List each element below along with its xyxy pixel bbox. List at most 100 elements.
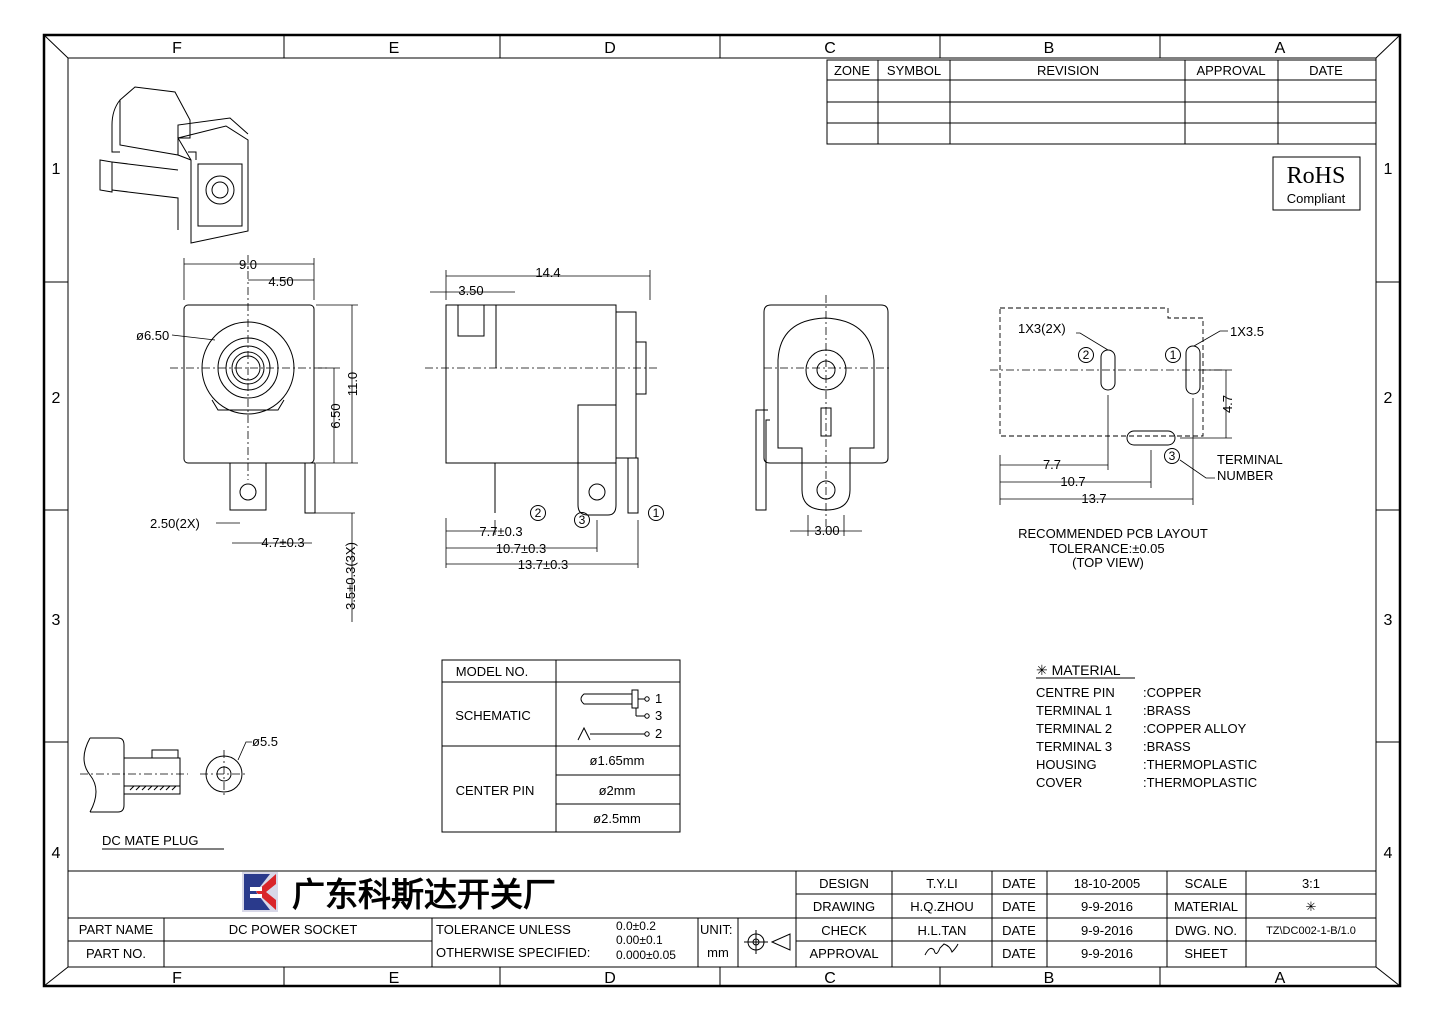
scale-label: SCALE <box>1185 876 1228 891</box>
date-value-3: 9-9-2016 <box>1081 923 1133 938</box>
row-label-4-right: 4 <box>1384 845 1393 862</box>
col-label-b: B <box>1044 40 1055 57</box>
tolerance-line-1: TOLERANCE UNLESS <box>436 922 571 937</box>
design-label: DESIGN <box>819 876 869 891</box>
projection-symbol-icon <box>744 930 791 954</box>
tolerance-line-2: OTHERWISE SPECIFIED: <box>436 945 590 960</box>
col-label-e: E <box>389 40 400 57</box>
date-label-2: DATE <box>1002 899 1036 914</box>
row-label-1: 1 <box>52 161 61 178</box>
sheet-border <box>42 33 1402 988</box>
date-label-1: DATE <box>1002 876 1036 891</box>
rohs-title: RoHS <box>1287 163 1346 189</box>
material-list: ✳ MATERIAL CENTRE PIN :COPPER TERMINAL 1… <box>1036 662 1257 790</box>
col-label-d: D <box>604 40 616 57</box>
dim-front-pitch: 4.7±0.3 <box>261 535 304 550</box>
pcb-pin-3-label: 3 <box>1169 449 1176 463</box>
dim-side-length: 14.4 <box>535 265 560 280</box>
unit-label: UNIT: <box>700 922 733 937</box>
scale-value: 3:1 <box>1302 876 1320 891</box>
dim-front-pinlen: 3.5±0.3(3X) <box>343 542 358 610</box>
col-label-a-bottom: A <box>1275 970 1286 987</box>
date-value-1: 18-10-2005 <box>1074 876 1141 891</box>
check-value: H.L.TAN <box>918 923 967 938</box>
pcb-pin-2-label: 2 <box>1083 348 1090 362</box>
approval-label: APPROVAL <box>809 946 878 961</box>
col-label-b-bottom: B <box>1044 970 1055 987</box>
col-label-f: F <box>172 40 182 57</box>
pcb-number-label: NUMBER <box>1217 468 1273 483</box>
rev-header-zone: ZONE <box>834 63 870 78</box>
pcb-dim-107: 10.7 <box>1060 474 1085 489</box>
dim-side-77: 7.7±0.3 <box>479 524 522 539</box>
company-name: 广东科斯达开关厂 <box>292 875 556 914</box>
rev-header-date: DATE <box>1309 63 1343 78</box>
unit-value: mm <box>707 945 729 960</box>
date-label-3: DATE <box>1002 923 1036 938</box>
material-label: MATERIAL <box>1174 899 1238 914</box>
dim-front-width: 9.0 <box>239 257 257 272</box>
material-part-2: TERMINAL 1 <box>1036 703 1112 718</box>
company-logo-icon <box>242 872 278 912</box>
material-part-6: COVER <box>1036 775 1082 790</box>
rev-header-symbol: SYMBOL <box>887 63 941 78</box>
dwg-no-label: DWG. NO. <box>1175 923 1237 938</box>
tolerance-value-1: 0.0±0.2 <box>616 919 656 933</box>
part-name-value: DC POWER SOCKET <box>229 922 358 937</box>
dim-front-pin: 2.50(2X) <box>150 516 200 531</box>
rohs-badge: RoHS Compliant <box>1272 156 1361 211</box>
col-label-d-bottom: D <box>604 970 616 987</box>
tolerance-value-3: 0.000±0.05 <box>616 948 676 962</box>
col-label-a: A <box>1275 40 1286 57</box>
material-part-4: TERMINAL 3 <box>1036 739 1112 754</box>
pcb-dim-77: 7.7 <box>1043 457 1061 472</box>
pcb-caption-2: TOLERANCE:±0.05 <box>1049 541 1164 556</box>
center-pin-size-2: ø2mm <box>599 783 636 798</box>
date-value-2: 9-9-2016 <box>1081 899 1133 914</box>
material-title: ✳ MATERIAL <box>1036 662 1121 678</box>
side-pin-1-label: 1 <box>653 506 660 520</box>
pcb-caption-3: (TOP VIEW) <box>1072 555 1144 570</box>
row-labels-right: 1 2 3 4 <box>1384 161 1393 862</box>
tolerance-value-2: 0.00±0.1 <box>616 933 663 947</box>
isometric-view <box>99 86 249 244</box>
jack-schematic-symbol <box>577 689 650 741</box>
material-value-5: :THERMOPLASTIC <box>1143 757 1257 772</box>
row-labels-left: 1 2 3 4 <box>52 161 61 862</box>
dc-mate-plug: ø5.5 DC MATE PLUG <box>80 734 278 850</box>
dim-rear-width: 3.00 <box>814 523 839 538</box>
row-label-2-right: 2 <box>1384 390 1393 407</box>
revision-table: ZONE SYMBOL REVISION APPROVAL DATE <box>826 59 1377 145</box>
material-value-6: :THERMOPLASTIC <box>1143 775 1257 790</box>
side-view: 14.4 3.50 7.7±0.3 10.7±0.3 13.7±0.3 2 3 … <box>425 265 664 572</box>
material-value-3: :COPPER ALLOY <box>1143 721 1247 736</box>
col-label-f-bottom: F <box>172 970 182 987</box>
drawing-label: DRAWING <box>813 899 875 914</box>
date-value-4: 9-9-2016 <box>1081 946 1133 961</box>
side-pin-2-label: 2 <box>535 506 542 520</box>
drawing-value: H.Q.ZHOU <box>910 899 974 914</box>
material-part-3: TERMINAL 2 <box>1036 721 1112 736</box>
pcb-pin-1-label: 1 <box>1170 348 1177 362</box>
dim-side-front: 3.50 <box>458 283 483 298</box>
part-no-label: PART NO. <box>86 946 146 961</box>
center-pin-size-3: ø2.5mm <box>593 811 641 826</box>
row-label-4: 4 <box>52 845 61 862</box>
pcb-slot-a-label: 1X3(2X) <box>1018 321 1066 336</box>
row-label-3-right: 3 <box>1384 612 1393 629</box>
material-value-2: :BRASS <box>1143 703 1191 718</box>
row-label-1-right: 1 <box>1384 161 1393 178</box>
pcb-terminal-label: TERMINAL <box>1217 452 1283 467</box>
mate-plug-diameter: ø5.5 <box>252 734 278 749</box>
side-pin-3-label: 3 <box>579 513 586 527</box>
rev-header-revision: REVISION <box>1037 63 1099 78</box>
column-labels-top: F E D C B A <box>172 40 1286 57</box>
dim-front-center: 6.50 <box>328 403 343 428</box>
check-label: CHECK <box>821 923 867 938</box>
material-part-1: CENTRE PIN <box>1036 685 1115 700</box>
approval-signature <box>924 943 959 956</box>
material-value-4: :BRASS <box>1143 739 1191 754</box>
schematic-pin-1: 1 <box>655 691 662 706</box>
title-block: 广东科斯达开关厂 PART NAME DC POWER SOCKET PART … <box>68 870 1376 967</box>
